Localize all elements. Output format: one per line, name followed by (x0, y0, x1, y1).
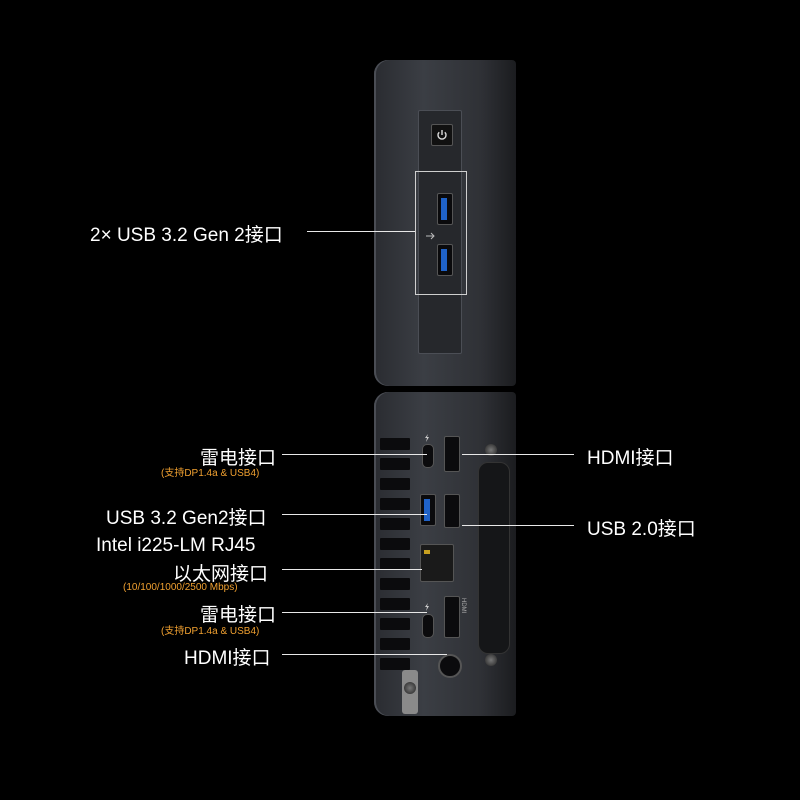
screw (485, 444, 497, 456)
callout-thunderbolt-top: 雷电接口 (200, 448, 277, 469)
vent (380, 478, 410, 490)
leader-line (282, 454, 427, 455)
hdmi-port-top (444, 436, 460, 472)
rear-plate (478, 462, 510, 654)
callout-ethernet-line1: Intel i225-LM RJ45 (96, 535, 256, 556)
thunderbolt-port-top (422, 444, 434, 468)
nuc-front-view (374, 60, 516, 386)
callout-usb-front: 2× USB 3.2 Gen 2接口 (90, 225, 283, 246)
front-usb-highlight (415, 171, 467, 295)
callout-usb2: USB 2.0接口 (587, 519, 696, 540)
thunderbolt-icon (425, 603, 429, 611)
callout-ethernet-sub: (10/100/1000/2500 Mbps) (123, 582, 238, 593)
front-usb-port-1 (437, 193, 453, 225)
vent (380, 618, 410, 630)
callout-hdmi-bottom: HDMI接口 (184, 648, 271, 669)
ethernet-led (424, 550, 430, 554)
vent (380, 498, 410, 510)
leader-line (307, 231, 415, 232)
power-button (431, 124, 453, 146)
usb-ss-icon (426, 232, 435, 240)
dc-jack (438, 654, 462, 678)
vent (380, 458, 410, 470)
rear-usb32-port (420, 494, 436, 526)
callout-thunderbolt-bottom-sub: (支持DP1.4a & USB4) (161, 626, 260, 637)
vent (380, 438, 410, 450)
nuc-rear-view: HDMI (374, 392, 516, 716)
hdmi-mark: HDMI (460, 598, 466, 614)
leader-line (282, 514, 427, 515)
screw (404, 682, 416, 694)
callout-usb-rear: USB 3.2 Gen2接口 (106, 508, 267, 529)
callout-ethernet-line2: 以太网接口 (173, 564, 269, 585)
vent (380, 598, 410, 610)
power-icon (437, 130, 447, 140)
screw (485, 654, 497, 666)
thunderbolt-icon (425, 434, 429, 442)
leader-line (282, 612, 427, 613)
vent (380, 538, 410, 550)
vent (380, 578, 410, 590)
front-panel (418, 110, 462, 354)
leader-line (462, 525, 574, 526)
vent (380, 658, 410, 670)
hdmi-port-bottom (444, 596, 460, 638)
vent (380, 558, 410, 570)
rear-usb20-port (444, 494, 460, 528)
leader-line (462, 454, 574, 455)
callout-thunderbolt-bottom: 雷电接口 (200, 605, 277, 626)
callout-hdmi-top: HDMI接口 (587, 448, 674, 469)
vent (380, 638, 410, 650)
front-usb-port-2 (437, 244, 453, 276)
leader-line (282, 654, 447, 655)
vent (380, 518, 410, 530)
callout-thunderbolt-top-sub: (支持DP1.4a & USB4) (161, 468, 260, 479)
leader-line (282, 569, 422, 570)
thunderbolt-port-bottom (422, 614, 434, 638)
